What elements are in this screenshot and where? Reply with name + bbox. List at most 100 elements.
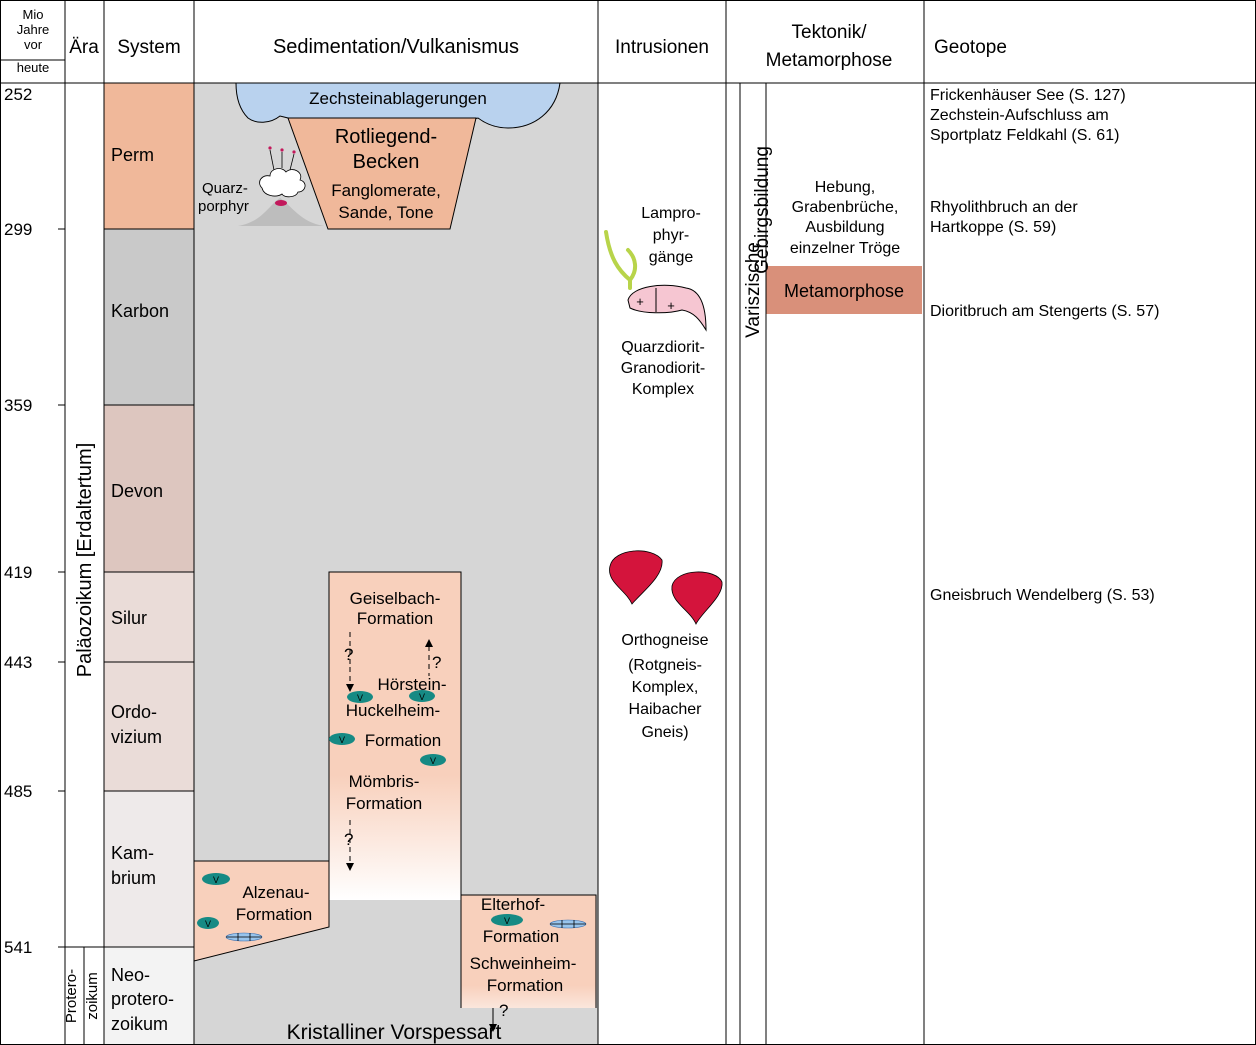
- rotliegend-line: Rotliegend-: [335, 126, 437, 148]
- system-label-neoproterozoikum: Neo-: [111, 965, 150, 985]
- system-label-ordovizium: Ordo-: [111, 702, 157, 722]
- system-label-devon: Devon: [111, 481, 163, 501]
- age-axis: 252 299 359 419 443 485 541: [4, 85, 32, 957]
- system-band-devon: [104, 405, 194, 572]
- age-label: 443: [4, 653, 32, 672]
- system-band-neoproterozoikum: [104, 947, 194, 1045]
- svg-text:V: V: [504, 916, 510, 926]
- geotope-entry: Frickenhäuser See (S. 127): [930, 87, 1126, 104]
- volcano-label: Quarz-: [202, 180, 248, 197]
- volcanite-icon: V: [347, 691, 373, 703]
- system-label-kambrium: brium: [111, 868, 156, 888]
- header-sedimentation: Sedimentation/Vulkanismus: [273, 36, 519, 58]
- quarzdiorit-label: Granodiorit-: [621, 360, 705, 377]
- question-mark: ?: [344, 830, 353, 849]
- header-geotopes: Geotope: [934, 37, 1007, 58]
- header-system: System: [117, 37, 180, 58]
- vorspessart-label: Kristalliner Vorspessart: [287, 1021, 502, 1044]
- orthogneis-label: Haibacher: [629, 701, 703, 718]
- system-bands: [104, 83, 194, 1045]
- question-mark: ?: [432, 653, 441, 672]
- marble-lens-icon: [549, 919, 587, 929]
- system-band-kambrium: [104, 791, 194, 947]
- svg-text:V: V: [213, 875, 219, 885]
- uncertainty-arrows: [346, 632, 497, 1032]
- system-labels: Perm Karbon Devon Silur Ordo- vizium Kam…: [111, 145, 174, 1034]
- volcanite-icon: V: [197, 917, 219, 929]
- volcanite-icon: V: [409, 690, 435, 702]
- age-label: 359: [4, 396, 32, 415]
- svg-text:+: +: [636, 294, 644, 309]
- system-label-ordovizium: vizium: [111, 727, 162, 747]
- header-age-line: vor: [24, 37, 43, 52]
- system-band-silur: [104, 572, 194, 662]
- header-tectonics-line: Tektonik/: [792, 22, 868, 43]
- header-intrusions: Intrusionen: [615, 37, 709, 58]
- elterhof-label: Elterhof-: [481, 895, 545, 914]
- hebung-labels: Hebung, Grabenbrüche, Ausbildung einzeln…: [790, 179, 900, 257]
- age-label: 299: [4, 220, 32, 239]
- volcanite-icon: V: [202, 873, 230, 885]
- rotliegend-line: Fanglomerate,: [331, 181, 441, 200]
- system-label-kambrium: Kam-: [111, 843, 154, 863]
- era-proterozoic-line: zoikum: [84, 972, 101, 1020]
- system-label-neoproterozoikum: zoikum: [111, 1014, 168, 1034]
- volcano-label: porphyr: [198, 198, 249, 215]
- orogeny-line: Gebirgsbildung: [752, 146, 773, 274]
- elterhof-label: Formation: [483, 927, 560, 946]
- svg-text:V: V: [205, 919, 211, 929]
- moembris-label: Mömbris-: [349, 772, 420, 791]
- svg-text:V: V: [430, 756, 436, 766]
- schweinheim-label: Schweinheim-: [470, 954, 577, 973]
- rotliegend-line: Becken: [353, 151, 420, 173]
- rotliegend-line: Sande, Tone: [338, 203, 433, 222]
- volcanite-icon: V: [329, 733, 355, 745]
- orthogneis-body-icon: [671, 571, 723, 625]
- system-label-silur: Silur: [111, 608, 147, 628]
- volcanite-markers: V V V V V V V: [197, 690, 587, 942]
- orthogneis-body-icon: [609, 550, 663, 605]
- schweinheim-label: Formation: [487, 976, 564, 995]
- orthogneis-label: (Rotgneis-: [628, 657, 702, 674]
- system-label-neoproterozoikum: protero-: [111, 989, 174, 1009]
- question-marks: ? ? ? ?: [344, 645, 508, 1020]
- orthogneis-label: Komplex,: [632, 679, 699, 696]
- system-label-karbon: Karbon: [111, 301, 169, 321]
- marble-lens-icon: [225, 932, 263, 942]
- svg-text:V: V: [357, 693, 363, 703]
- hoerstein-label: Hörstein-: [378, 675, 447, 694]
- lamprophyr-label: Lampro-: [641, 205, 701, 222]
- geotope-entry: Dioritbruch am Stengerts (S. 57): [930, 303, 1159, 320]
- age-label: 252: [4, 85, 32, 104]
- system-band-karbon: [104, 229, 194, 405]
- orogeny-line: Variszische: [743, 242, 764, 338]
- lamprophyr-dike-icon: [604, 230, 637, 290]
- geotope-entry: Rhyolithbruch an der: [930, 199, 1078, 216]
- era-proterozoic-line: Protero-: [63, 969, 80, 1023]
- hebung-line: Hebung,: [815, 179, 876, 196]
- metamorphose-label: Metamorphose: [784, 281, 904, 301]
- svg-text:V: V: [419, 692, 425, 702]
- intrusion-labels: Lampro- phyr- gänge Quarzdiorit- Granodi…: [621, 205, 709, 741]
- rotliegend-basin: [287, 117, 477, 230]
- age-label: 541: [4, 938, 32, 957]
- lamprophyr-label: gänge: [649, 249, 694, 266]
- header-age-line: heute: [17, 60, 50, 75]
- geotope-entry: Hartkoppe (S. 59): [930, 219, 1056, 236]
- header-age-label: Mio Jahre vor heute: [17, 7, 50, 75]
- orthogneis-label: Orthogneise: [621, 632, 708, 649]
- era-paleozoic: Paläozoikum [Erdaltertum]: [74, 443, 96, 678]
- hebung-line: Grabenbrüche,: [792, 199, 899, 216]
- quarzdiorite-body-icon: + +: [627, 284, 707, 332]
- header-era: Ära: [69, 37, 99, 58]
- header-tectonics-line: Metamorphose: [766, 50, 893, 71]
- huckelheim-label: Huckelheim-: [346, 701, 440, 720]
- geiselbach-label: Formation: [357, 609, 434, 628]
- metamorphose-box: [766, 266, 922, 314]
- lamprophyr-label: phyr-: [653, 227, 689, 244]
- question-mark: ?: [499, 1001, 508, 1020]
- geotope-entry: Gneisbruch Wendelberg (S. 53): [930, 587, 1155, 604]
- alzenau-label: Alzenau-: [242, 883, 309, 902]
- quarzdiorit-label: Komplex: [632, 381, 694, 398]
